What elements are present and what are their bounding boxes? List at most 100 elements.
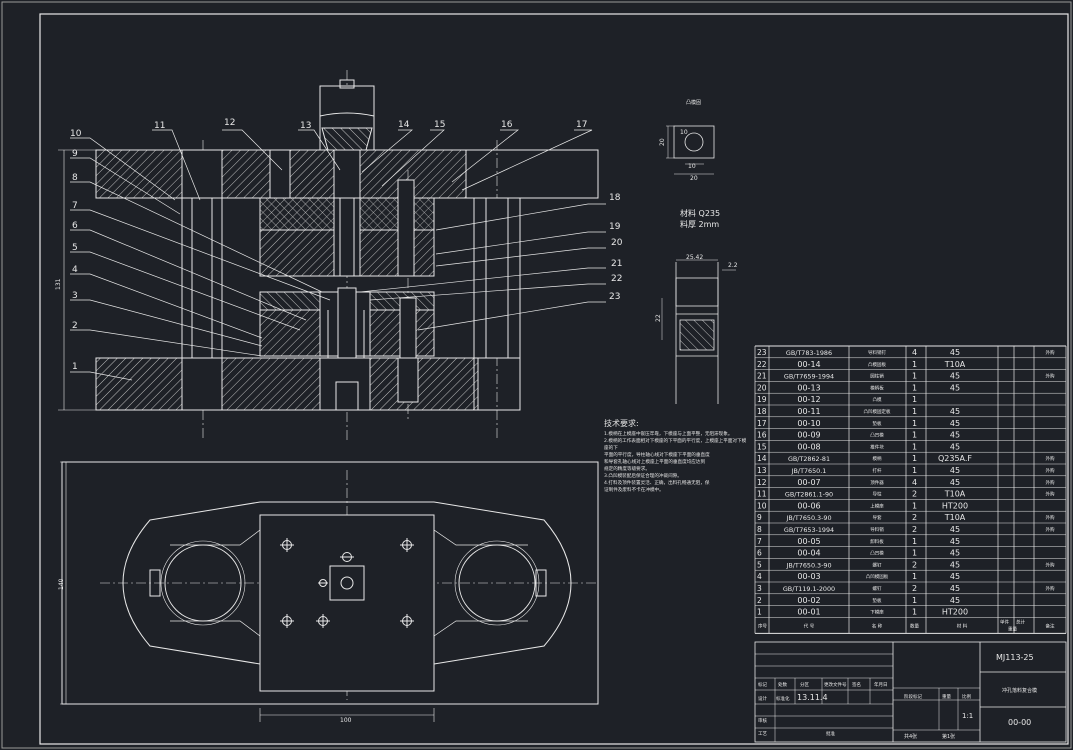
- bom-header-unit: 单件: [1000, 618, 1009, 625]
- bom-qty: 1: [912, 537, 917, 546]
- balloon-18: 18: [609, 193, 621, 203]
- bom-qty: 2: [912, 490, 917, 499]
- balloon-9: 9: [72, 149, 78, 159]
- dim-detail-a-hole2: 10: [688, 163, 696, 170]
- bom-no: 3: [757, 584, 762, 593]
- bom-code: 00-08: [797, 442, 820, 451]
- bom-material: 45: [950, 596, 960, 605]
- bom-name: 导料销: [870, 526, 884, 533]
- top-view: [60, 461, 599, 722]
- bom-name: 螺钉: [873, 561, 882, 568]
- balloon-19: 19: [609, 222, 621, 232]
- bom-no: 19: [757, 395, 767, 404]
- bom-code: 00-05: [797, 537, 820, 546]
- bom-qty: 1: [912, 431, 917, 440]
- lbl-design: 设计: [758, 695, 767, 702]
- lbl-mark: 标记: [758, 681, 767, 688]
- inner-frame: [39, 13, 1069, 745]
- notes-line: 3.凸凹模装配后保证合理的冲裁间隙。: [604, 474, 682, 479]
- bom-qty: 1: [912, 454, 917, 463]
- notes-line: 2.模柄的工作表面相对下模座的下平面的平行度，上模座上平面对下模座的下: [604, 439, 747, 451]
- bom-no: 1: [757, 608, 762, 617]
- bom-name: 推件块: [870, 443, 884, 450]
- lbl-count: 处数: [778, 681, 787, 688]
- bom-code: GB/T119.1-2000: [783, 585, 835, 593]
- thickness-label: 料厚 2mm: [680, 219, 719, 229]
- balloon-12: 12: [224, 118, 235, 128]
- lbl-weight: 重量: [942, 693, 951, 700]
- bom-header-material: 材 料: [957, 622, 968, 629]
- bom-name: 模柄板: [870, 384, 884, 391]
- bom-material: 45: [950, 442, 960, 451]
- bom-qty: 4: [912, 348, 917, 357]
- bom-material: 45: [950, 584, 960, 593]
- notes-line: 4.打料及顶件装置灵活、正确，出料孔畅通无阻，保: [604, 481, 710, 486]
- bom-grid: [754, 345, 1067, 634]
- bom-qty: 1: [912, 549, 917, 558]
- detail-a-title: 凸模固: [686, 99, 701, 106]
- balloon-20: 20: [611, 238, 623, 248]
- bom-no: 4: [757, 572, 762, 581]
- bom-name: 凸模固板: [868, 361, 886, 368]
- bom-no: 22: [757, 360, 767, 369]
- bom-material: Q235A.F: [938, 454, 972, 463]
- bom-name: 凸凹模固定板: [864, 408, 891, 415]
- bom-qty: 1: [912, 572, 917, 581]
- bom-name: 螺钉: [873, 585, 882, 592]
- bom-qty: 1: [912, 360, 917, 369]
- bom-no: 13: [757, 466, 767, 475]
- dim-width-top: 100: [340, 717, 352, 724]
- dim-detail-b-h: 22: [655, 314, 662, 322]
- balloon-3: 3: [72, 291, 78, 301]
- lbl-ymd: 年月日: [874, 681, 888, 688]
- dim-height-top: 140: [58, 578, 65, 590]
- bom-no: 20: [757, 383, 767, 392]
- bom-note: 外购: [1046, 526, 1055, 533]
- bom-qty: 2: [912, 584, 917, 593]
- bom-name: 导柱: [873, 491, 882, 498]
- title-block-grid: [754, 641, 1067, 743]
- date: 13.11.4: [797, 693, 828, 702]
- bom-no: 9: [757, 513, 762, 522]
- bom-no: 14: [757, 454, 767, 463]
- bom-material: 45: [950, 372, 960, 381]
- bom-name: 导料销钉: [868, 349, 886, 356]
- dim-detail-b-w: 25.42: [686, 254, 703, 261]
- balloon-11: 11: [154, 121, 165, 131]
- bom-name: 顶件器: [870, 479, 884, 486]
- bom-header-note: 备注: [1046, 622, 1055, 629]
- bom-no: 6: [757, 549, 762, 558]
- bom-qty: 2: [912, 525, 917, 534]
- bom-code: 00-09: [797, 431, 820, 440]
- bom-name: 垫板: [873, 597, 882, 604]
- leader-lines: [70, 129, 606, 381]
- bom-no: 5: [757, 560, 762, 569]
- lbl-std: 标准化: [776, 695, 790, 702]
- balloon-6: 6: [72, 221, 78, 231]
- bom-code: 00-10: [797, 419, 820, 428]
- balloon-16: 16: [501, 120, 513, 130]
- bom-header-qty: 数量: [910, 622, 919, 629]
- dim-detail-a-hole: 10: [680, 129, 688, 136]
- bom-note: 外购: [1046, 561, 1055, 568]
- bom-note: 外购: [1046, 491, 1055, 498]
- lbl-zone: 分区: [800, 681, 809, 688]
- bom-name: 上模座: [870, 502, 884, 509]
- balloon-7: 7: [72, 201, 78, 211]
- bom-code: 00-03: [797, 572, 820, 581]
- dim-detail-a-w: 20: [690, 175, 698, 182]
- bom-name: 下模座: [870, 609, 884, 616]
- notes-line: 和导套孔轴心线对上模座上平面的垂直度均应达到: [604, 460, 706, 465]
- bom-code: 00-04: [797, 549, 820, 558]
- bom-name: 打杆: [873, 467, 882, 474]
- balloon-15: 15: [434, 120, 445, 130]
- balloon-4: 4: [72, 265, 78, 275]
- dim-detail-b-t: 2.2: [728, 262, 738, 269]
- bom-material: 45: [950, 525, 960, 534]
- bom-header-total: 总计: [1016, 618, 1025, 625]
- bom-note: 外购: [1046, 455, 1055, 462]
- bom-code: 00-06: [797, 501, 820, 510]
- bom-code: GB/T783-1986: [786, 349, 832, 357]
- bom-no: 11: [757, 490, 767, 499]
- balloon-8: 8: [72, 173, 78, 183]
